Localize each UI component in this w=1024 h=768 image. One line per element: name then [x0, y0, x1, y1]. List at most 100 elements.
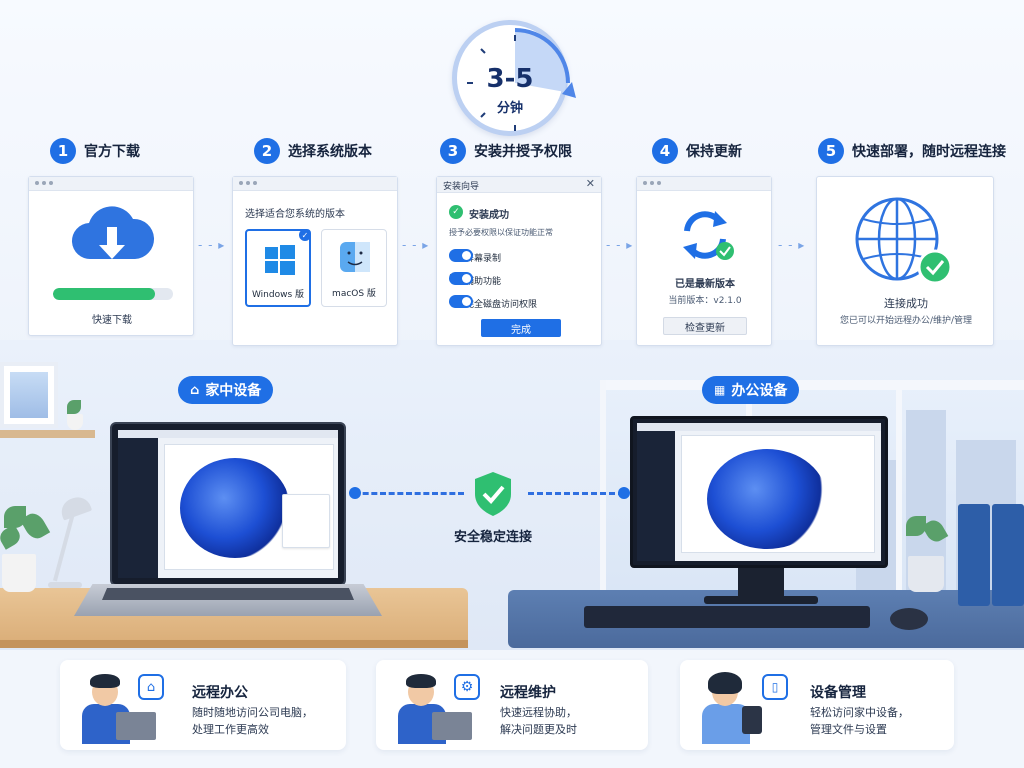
- shelf-plant: [64, 400, 86, 430]
- step-2-header: 2 选择系统版本: [254, 138, 372, 164]
- step-2-title: 选择系统版本: [288, 144, 372, 160]
- connection-line-right: [528, 492, 624, 495]
- download-label: 快速下载: [92, 315, 132, 326]
- windows-logo-icon: [265, 245, 295, 275]
- step-5-card: 连接成功 您已可以开始远程办公/维护/管理: [816, 176, 994, 346]
- step-3-header: 3 安装并授予权限: [440, 138, 572, 164]
- tablet-icon: ▯: [762, 674, 788, 700]
- connection-line-left: [354, 492, 464, 495]
- home-device-badge: ⌂ 家中设备: [178, 376, 274, 404]
- permission-toggle[interactable]: [449, 272, 473, 285]
- close-icon[interactable]: ✕: [585, 177, 595, 190]
- home-icon: ⌂: [190, 382, 200, 398]
- binder: [992, 504, 1024, 606]
- office-mouse: [890, 608, 928, 630]
- step-3-install-wizard: 安装向导 ✕ ✓ 安装成功 授予必要权限以保证功能正常 ◉ 屏幕录制 ✱ 辅助功…: [436, 176, 602, 346]
- step-4-header: 4 保持更新: [652, 138, 742, 164]
- permission-toggle[interactable]: [449, 249, 473, 262]
- connect-success-desc: 您已可以开始远程办公/维护/管理: [839, 316, 973, 326]
- feature-card-device-management: ▯ 设备管理 轻松访问家中设备， 管理文件与设置: [680, 660, 954, 750]
- step-5-number: 5: [818, 138, 844, 164]
- wall-shelf: [0, 430, 95, 438]
- permission-toggle[interactable]: [449, 295, 473, 308]
- connection-dot-left: [349, 487, 361, 499]
- install-success-text: 安装成功: [469, 210, 509, 221]
- permission-hint: 授予必要权限以保证功能正常: [449, 228, 553, 237]
- gear-icon: ⚙: [454, 674, 480, 700]
- laptop-keyboard: [102, 588, 354, 600]
- feature-desc: 快速远程协助， 解决问题更及时: [500, 706, 577, 736]
- binder: [958, 504, 990, 606]
- step-1-header: 1 官方下载: [50, 138, 140, 164]
- current-version: 当前版本：v2.1.0: [668, 296, 742, 306]
- office-monitor-screen: [630, 416, 888, 568]
- selected-check-icon: ✓: [299, 229, 311, 241]
- office-keyboard: [584, 606, 870, 628]
- step-4-number: 4: [652, 138, 678, 164]
- permission-row-accessibility: ✱ 辅助功能: [449, 270, 593, 290]
- feature-desc: 随时随地访问公司电脑， 处理工作更高效: [192, 706, 313, 736]
- update-status: 已是最新版本: [675, 279, 735, 290]
- connection-label: 安全稳定连接: [453, 530, 532, 545]
- arrow-4-5: - - ▸: [778, 238, 806, 252]
- home-laptop-screen: [110, 422, 346, 586]
- step-3-number: 3: [440, 138, 466, 164]
- windows-option[interactable]: ✓ Windows 版: [245, 229, 311, 307]
- arrow-2-3: - - ▸: [402, 238, 430, 252]
- feature-title: 远程维护: [500, 685, 556, 701]
- arrow-3-4: - - ▸: [606, 238, 634, 252]
- monitor-foot: [704, 596, 818, 604]
- wizard-title: 安装向导: [443, 182, 480, 192]
- shield-check-icon: [475, 472, 511, 516]
- os-select-prompt: 选择适合您系统的版本: [245, 209, 345, 220]
- arrow-1-2: - - ▸: [198, 238, 226, 252]
- feature-desc: 轻松访问家中设备， 管理文件与设置: [810, 706, 909, 736]
- permission-row-screen: ◉ 屏幕录制: [449, 247, 593, 267]
- finder-logo-icon: [340, 242, 370, 272]
- home-icon: ⌂: [138, 674, 164, 700]
- globe-connected-icon: [855, 197, 953, 285]
- cloud-download-icon: [71, 206, 155, 260]
- done-button[interactable]: 完成: [481, 319, 561, 337]
- feature-title: 远程办公: [192, 685, 248, 701]
- clock-wedge-icon: [467, 28, 576, 131]
- permission-label: 辅助功能: [465, 277, 502, 287]
- home-desk-edge: [0, 640, 468, 648]
- step-5-header: 5 快速部署，随时远程连接: [818, 138, 1006, 164]
- step-1-card: 快速下载: [28, 176, 194, 336]
- monitor-stand: [738, 568, 784, 598]
- connect-success-text: 连接成功: [884, 297, 928, 310]
- check-update-button[interactable]: 检查更新: [663, 317, 747, 335]
- office-device-label: 办公设备: [731, 383, 788, 399]
- success-check-icon: ✓: [449, 205, 463, 219]
- office-device-badge: ▦ 办公设备: [702, 376, 800, 404]
- clock-value: 3-5: [486, 64, 534, 94]
- step-1-title: 官方下载: [84, 144, 140, 160]
- building-icon: ▦: [714, 383, 726, 397]
- download-progress-bar: [53, 288, 173, 300]
- office-plant: [900, 514, 952, 594]
- connection-dot-right: [618, 487, 630, 499]
- step-2-number: 2: [254, 138, 280, 164]
- step-5-title: 快速部署，随时远程连接: [852, 144, 1006, 160]
- step-4-card: 已是最新版本 当前版本：v2.1.0 检查更新: [636, 176, 772, 346]
- windows-label: Windows 版: [251, 290, 305, 300]
- macos-label: macOS 版: [332, 289, 376, 299]
- sync-refresh-icon: [683, 211, 734, 260]
- permission-label: 完全磁盘访问权限: [465, 300, 538, 310]
- home-plant: [0, 500, 56, 596]
- feature-card-remote-office: ⌂ 远程办公 随时随地访问公司电脑， 处理工作更高效: [60, 660, 346, 750]
- feature-card-remote-maintenance: ⚙ 远程维护 快速远程协助， 解决问题更及时: [376, 660, 648, 750]
- step-1-number: 1: [50, 138, 76, 164]
- feature-title: 设备管理: [810, 685, 866, 701]
- home-device-label: 家中设备: [205, 383, 262, 399]
- macos-option[interactable]: macOS 版: [321, 229, 387, 307]
- permission-label: 屏幕录制: [465, 254, 502, 264]
- step-3-title: 安装并授予权限: [474, 144, 572, 160]
- permission-row-disk: ▰ 完全磁盘访问权限: [449, 293, 593, 313]
- desk-lamp: [40, 493, 93, 590]
- wall-picture: [0, 362, 58, 428]
- clock-unit: 分钟: [496, 101, 523, 116]
- step-2-card: 选择适合您系统的版本 ✓ Windows 版 macOS 版: [232, 176, 398, 346]
- step-4-title: 保持更新: [686, 144, 742, 160]
